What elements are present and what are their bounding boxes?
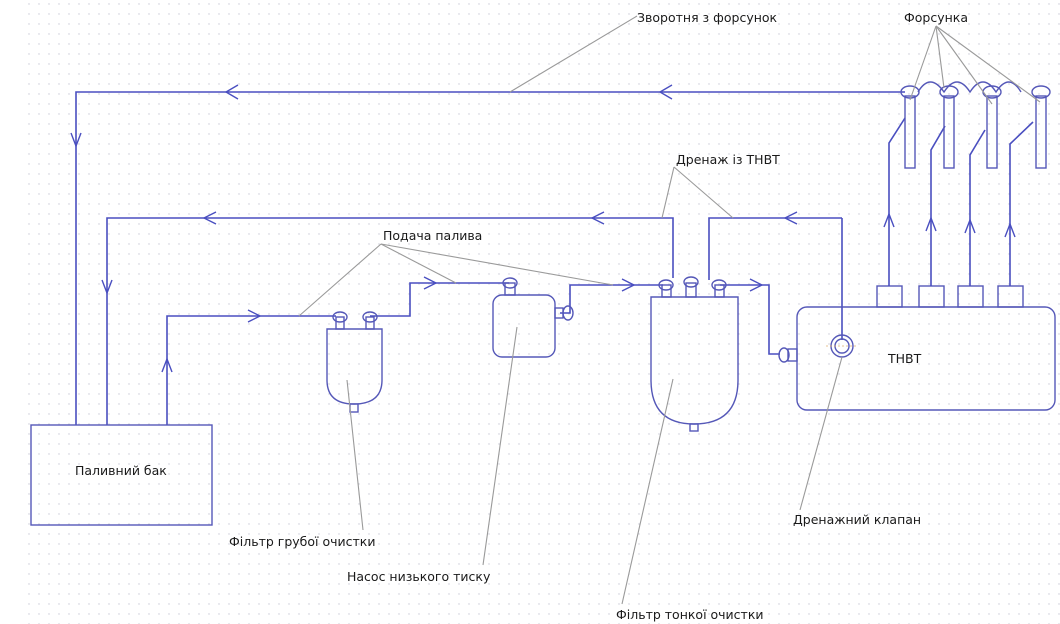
injector-label: Форсунка (904, 10, 968, 25)
grid-background (28, 0, 1060, 624)
low-pressure-pump-label: Насос низького тиску (347, 569, 491, 584)
return-from-injectors-label: Зворотня з форсунок (637, 10, 778, 25)
arrow-up-icon (161, 357, 173, 373)
return-line (70, 84, 905, 425)
injectors (900, 81, 1051, 169)
fine-filter-label: Фільтр тонкої очистки (616, 607, 764, 622)
arrow-up-icon (964, 218, 976, 234)
drain-line (101, 211, 843, 425)
coarse-filter-label: Фільтр грубої очистки (229, 534, 375, 549)
arrow-right-icon (423, 276, 438, 290)
drain-from-hpfp-label: Дренаж із ТНВТ (676, 152, 780, 167)
arrow-right-icon (749, 278, 764, 292)
injector (900, 85, 920, 169)
arrow-up-icon (1004, 222, 1016, 238)
arrow-up-icon (925, 216, 937, 232)
arrow-up-icon (883, 212, 895, 228)
fuel-supply-label: Подача палива (383, 228, 482, 243)
low-pressure-pump (492, 277, 574, 358)
fine-filter (650, 276, 739, 432)
fuel-tank-label: Паливний бак (75, 463, 167, 478)
arrow-left-icon (590, 211, 605, 225)
high-pressure-fuel-pump: ТНВТ (778, 285, 1056, 411)
injector (1031, 85, 1051, 169)
arrow-right-icon (247, 309, 262, 323)
high-pressure-lines (883, 117, 1034, 286)
arrow-down-icon (101, 279, 113, 295)
arrow-left-icon (658, 84, 673, 100)
injector (939, 85, 959, 169)
arrow-left-icon (202, 211, 217, 225)
supply-line (161, 276, 780, 425)
arrow-right-icon (621, 278, 636, 292)
coarse-filter (326, 311, 383, 413)
drain-valve-label: Дренажний клапан (793, 512, 921, 527)
arrow-left-icon (783, 211, 798, 225)
labels: Зворотня з форсунок Форсунка Дренаж із Т… (229, 10, 968, 622)
arrow-left-icon (224, 84, 239, 100)
leader-lines (298, 15, 1041, 605)
fuel-tank: Паливний бак (30, 424, 213, 526)
hpfp-label: ТНВТ (887, 351, 922, 366)
arrow-down-icon (70, 132, 82, 148)
